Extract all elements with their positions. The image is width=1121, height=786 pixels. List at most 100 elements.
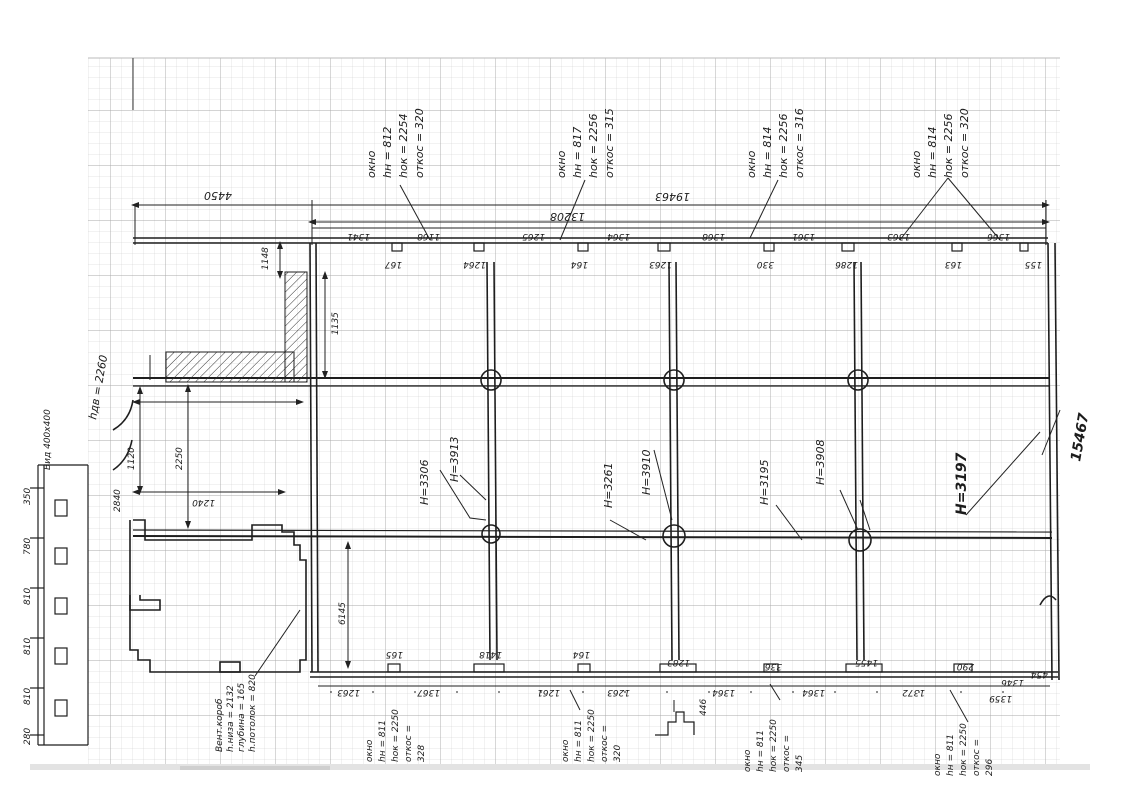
svg-text:hок = 2250: hок = 2250 — [587, 709, 597, 762]
dim-left: 1240 — [192, 497, 215, 507]
graph-paper — [88, 58, 1060, 768]
svg-text:глубина = 165: глубина = 165 — [237, 683, 247, 752]
dim-side-right: 15467 — [1068, 412, 1092, 463]
svg-text:hок = 2256: hок = 2256 — [942, 113, 955, 178]
svg-text:328: 328 — [417, 745, 427, 762]
dim-top-seg: 1363 — [887, 231, 910, 241]
height-label: H=3195 — [758, 460, 771, 505]
height-label: H=3910 — [640, 450, 653, 495]
dim-left: 2250 — [175, 447, 185, 470]
dim-overall-top: 19463 — [655, 190, 690, 203]
svg-text:окно: окно — [365, 150, 378, 178]
height-label: H=3306 — [418, 460, 431, 505]
dim-bottom-seg: 1261 — [537, 687, 560, 697]
height-label: H=3261 — [602, 463, 615, 508]
dim-top-pier: 1286 — [835, 259, 858, 269]
dim-left: 1148 — [261, 247, 271, 270]
dim-top-pier: 330 — [757, 259, 774, 269]
height-label: H=3197 — [954, 452, 970, 515]
svg-text:hок = 2254: hок = 2254 — [397, 113, 410, 178]
elevation-window — [54, 699, 68, 717]
dim-bottom-seg: 1367 — [417, 687, 440, 697]
column-circle — [848, 528, 872, 552]
dim-top-seg: 1368 — [702, 231, 725, 241]
svg-text:откос = 315: откос = 315 — [603, 108, 616, 178]
svg-text:откос =: откос = — [404, 725, 414, 762]
stair-symbol — [655, 711, 695, 736]
labels: 4450 19463 13208 15467 1341 1168 1265 13… — [113, 189, 1092, 716]
columns — [480, 369, 872, 552]
svg-text:окно: окно — [743, 749, 753, 772]
elevation-dim: 810 — [23, 688, 33, 705]
dim-top-pier: 163 — [945, 259, 962, 269]
dim-top-pier: 1263 — [649, 259, 672, 269]
elevation-dim: 810 — [23, 588, 33, 605]
dim-left: 2840 — [113, 489, 123, 512]
dim-overall-left: 4450 — [204, 189, 232, 202]
svg-text:320: 320 — [613, 745, 623, 762]
svg-text:hн = 814: hн = 814 — [761, 127, 774, 178]
dim-top-pier: 167 — [385, 259, 402, 269]
dim-top-pier: 155 — [1025, 259, 1042, 269]
window-note-bottom-4: окно hн = 811 hок = 2250 откос = 296 — [933, 723, 995, 776]
svg-text:hн = 812: hн = 812 — [381, 127, 394, 178]
window-note-top-3: окно hн = 814 hок = 2256 откос = 316 — [745, 108, 806, 178]
dim-top-pier: 164 — [571, 259, 588, 269]
dim-top-seg: 1341 — [347, 231, 370, 241]
svg-text:окно: окно — [745, 150, 758, 178]
svg-text:345: 345 — [795, 755, 805, 772]
elevation-window — [54, 547, 68, 565]
dim-bottom-pier: 1346 — [1001, 677, 1024, 687]
dim-bottom-pier: 454 — [1031, 669, 1048, 679]
hatched-wall-horizontal — [165, 351, 295, 383]
window-note-top-4: окно hн = 814 hок = 2256 откос = 320 — [910, 108, 971, 178]
dim-bottom-pier: 336 — [765, 661, 782, 671]
column-circle — [480, 369, 502, 391]
svg-text:hок = 2250: hок = 2250 — [391, 709, 401, 762]
height-label: H=3908 — [814, 440, 827, 485]
dim-bottom-pier: 290 — [957, 661, 974, 671]
svg-text:откос = 320: откос = 320 — [958, 108, 971, 178]
svg-text:hн = 811: hн = 811 — [756, 730, 766, 772]
window-note-top-1: окно hн = 812 hок = 2254 откос = 320 — [365, 108, 426, 178]
elevation-window — [54, 499, 68, 517]
column-circle — [847, 369, 869, 391]
svg-text:откос =: откос = — [782, 735, 792, 772]
svg-text:hок = 2256: hок = 2256 — [777, 113, 790, 178]
dim-top-seg: 1366 — [987, 231, 1010, 241]
svg-text:откос = 316: откос = 316 — [793, 108, 806, 178]
window-note-bottom-3: окно hн = 811 hок = 2250 откос = 345 — [743, 719, 805, 772]
svg-text:откос = 320: откос = 320 — [413, 108, 426, 178]
height-label: H=3913 — [448, 437, 461, 482]
svg-text:окно: окно — [555, 150, 568, 178]
svg-text:h.низа = 2132: h.низа = 2132 — [226, 685, 236, 752]
elevation-dim: 810 — [23, 638, 33, 655]
window-note-top-2: окно hн = 817 hок = 2256 откос = 315 — [555, 108, 616, 178]
window-note-bottom-2: окно hн = 811 hок = 2250 откос = 320 — [561, 709, 623, 762]
dim-bottom-seg: 1372 — [902, 687, 925, 697]
svg-text:296: 296 — [985, 759, 995, 776]
column-circle — [663, 369, 685, 391]
elevation-dim: 280 — [23, 728, 33, 745]
hatched-wall-vertical — [284, 271, 308, 383]
svg-text:hн = 817: hн = 817 — [571, 127, 584, 178]
dim-bottom-seg: 1364 — [802, 687, 825, 697]
dim-inner-top: 13208 — [550, 210, 585, 223]
elevation-window — [54, 597, 68, 615]
svg-text:окно: окно — [933, 753, 943, 776]
dim-stair-gap: 446 — [699, 699, 709, 716]
svg-text:окно: окно — [365, 739, 375, 762]
dim-top-seg: 1364 — [607, 231, 630, 241]
svg-text:hн = 811: hн = 811 — [378, 720, 388, 762]
dim-bottom-seg: 1263 — [607, 687, 630, 697]
dim-top-seg: 1361 — [792, 231, 815, 241]
elevation-dim: 350 — [23, 488, 33, 505]
column-circle — [662, 524, 686, 548]
svg-text:Вент.короб: Вент.короб — [215, 698, 225, 752]
svg-text:откос =: откос = — [600, 725, 610, 762]
column-circle — [481, 524, 501, 544]
elevation-title: Вид 400х400 — [43, 409, 53, 470]
dim-top-pier: 1264 — [463, 259, 486, 269]
svg-text:hн = 811: hн = 811 — [574, 720, 584, 762]
